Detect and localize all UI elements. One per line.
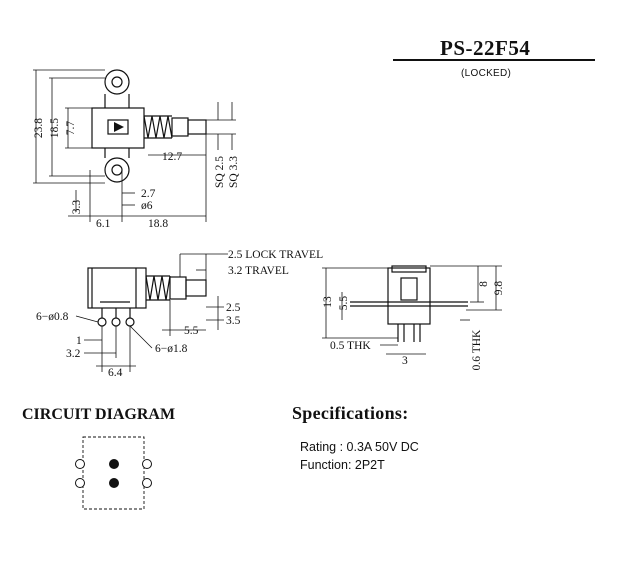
- terminal-2: [111, 317, 121, 327]
- side-plunger-shaft: [185, 279, 207, 297]
- lower-mount-tab: [104, 157, 130, 183]
- spring: [143, 115, 173, 139]
- dim-2-7: 2.7: [141, 188, 156, 200]
- dim-23-8: 23.8: [33, 118, 45, 138]
- slider-arrow: [114, 122, 124, 132]
- specifications-title: Specifications:: [292, 403, 409, 423]
- dim-thk-3: 3: [402, 355, 408, 367]
- dim-holes-0-8: 6−ø0.8: [36, 311, 69, 323]
- dim-sq-3-3: SQ 3.3: [228, 156, 240, 188]
- end-plunger: [400, 277, 418, 301]
- dim-side-2-5: 2.5: [226, 302, 241, 314]
- dim-end-9-8: 9.8: [493, 281, 505, 296]
- dim-end-8: 8: [478, 281, 490, 287]
- dim-3-3: 3.3: [71, 200, 83, 215]
- side-spring: [145, 275, 171, 301]
- dim-6-1: 6.1: [96, 218, 111, 230]
- dim-3-2: 3.2: [66, 348, 81, 360]
- contact-right-bottom: [142, 478, 152, 488]
- upper-mount-hole: [111, 76, 123, 88]
- plunger-collar: [171, 117, 189, 137]
- side-plunger-collar: [169, 276, 187, 300]
- contact-common-top: [109, 459, 119, 469]
- end-body: [387, 267, 431, 325]
- spec-function: Function: 2P2T: [300, 458, 385, 472]
- dim-end-5-5: 5.5: [338, 296, 350, 311]
- dim-thk-0-6: 0.6 THK: [471, 329, 483, 370]
- locked-subtitle: (LOCKED): [461, 68, 512, 79]
- terminal-3: [125, 317, 135, 327]
- contact-left-bottom: [75, 478, 85, 488]
- dim-side-3-5: 3.5: [226, 315, 241, 327]
- end-view: 13 5.5 8 9.8 0.5 THK 3 0.6 THK: [322, 265, 505, 370]
- slider-window: [107, 119, 129, 135]
- switch-body: [91, 107, 145, 149]
- dim-lock-travel: 2.5 LOCK TRAVEL: [228, 249, 323, 261]
- circuit-dashed-box: [82, 436, 145, 510]
- dim-1: 1: [76, 335, 82, 347]
- end-top-cap: [391, 265, 427, 273]
- dim-end-13: 13: [322, 296, 334, 308]
- plunger-shaft: [187, 119, 207, 135]
- spec-rating: Rating : 0.3A 50V DC: [300, 440, 419, 454]
- top-view: 23.8 18.5 7.7 12.7 SQ 2.5 SQ 3.3 2.7 ø6 …: [33, 69, 240, 230]
- side-body: [87, 267, 147, 309]
- contact-common-bottom: [109, 478, 119, 488]
- dim-travel: 3.2 TRAVEL: [228, 265, 289, 277]
- lower-mount-hole: [111, 164, 123, 176]
- side-view: 2.5 LOCK TRAVEL 3.2 TRAVEL 2.5 3.5 5.5 6…: [36, 249, 323, 379]
- title-underline: [393, 59, 595, 61]
- part-number-title: PS-22F54: [440, 36, 531, 60]
- dim-thk-0-5: 0.5 THK: [330, 340, 371, 352]
- dim-side-5-5: 5.5: [184, 325, 199, 337]
- contact-left-top: [75, 459, 85, 469]
- dim-12-7: 12.7: [162, 151, 182, 163]
- dim-phi6: ø6: [141, 200, 153, 212]
- contact-right-top: [142, 459, 152, 469]
- dim-18-8: 18.8: [148, 218, 168, 230]
- circuit-diagram: [75, 436, 152, 510]
- dim-6-4: 6.4: [108, 367, 123, 379]
- dim-sq-2-5: SQ 2.5: [214, 156, 226, 188]
- dim-18-5: 18.5: [49, 118, 61, 138]
- upper-mount-tab: [104, 69, 130, 95]
- dim-holes-1-8: 6−ø1.8: [155, 343, 188, 355]
- circuit-diagram-title: CIRCUIT DIAGRAM: [22, 406, 176, 423]
- terminal-1: [97, 317, 107, 327]
- dim-7-7: 7.7: [65, 121, 77, 136]
